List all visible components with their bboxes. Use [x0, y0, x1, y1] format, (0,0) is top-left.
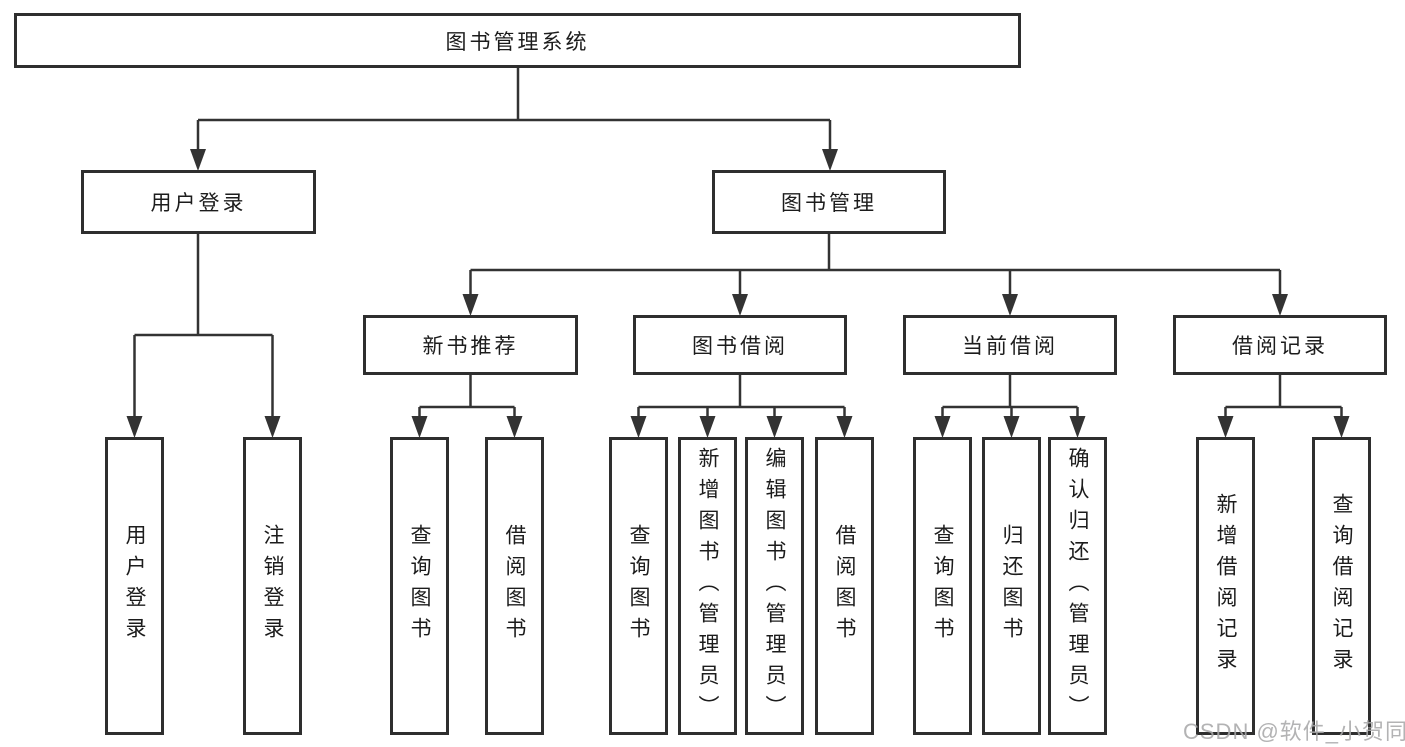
- leaf-query-books-1-label: 查询图书: [408, 524, 431, 648]
- leaf-user-login: 用户登录: [105, 437, 164, 735]
- leaf-query-books-2: 查询图书: [609, 437, 668, 735]
- leaf-return-books: 归还图书: [982, 437, 1041, 735]
- leaf-query-borrow-record: 查询借阅记录: [1312, 437, 1371, 735]
- node-new-book-recommend: 新书推荐: [363, 315, 578, 375]
- leaf-confirm-return-admin: 确认归还（管理员）: [1048, 437, 1107, 735]
- leaf-logout: 注销登录: [243, 437, 302, 735]
- arrowheads: [126, 149, 1350, 438]
- leaf-edit-books-admin: 编辑图书（管理员）: [745, 437, 804, 735]
- node-current-borrow-label: 当前借阅: [962, 335, 1058, 358]
- leaf-query-books-2-label: 查询图书: [627, 524, 650, 648]
- node-book-borrow-label: 图书借阅: [692, 335, 788, 358]
- leaf-logout-label: 注销登录: [261, 524, 284, 648]
- leaf-query-books-3: 查询图书: [913, 437, 972, 735]
- node-book-management-label: 图书管理: [781, 192, 877, 215]
- node-book-management: 图书管理: [712, 170, 946, 234]
- leaf-query-books-1: 查询图书: [390, 437, 449, 735]
- node-new-book-recommend-label: 新书推荐: [422, 335, 519, 358]
- node-borrow-records-label: 借阅记录: [1232, 335, 1328, 358]
- leaf-borrow-books-1-label: 借阅图书: [503, 524, 526, 648]
- leaf-borrow-books-1: 借阅图书: [485, 437, 544, 735]
- node-borrow-records: 借阅记录: [1173, 315, 1387, 375]
- leaf-query-books-3-label: 查询图书: [931, 524, 954, 648]
- node-root: 图书管理系统: [14, 13, 1021, 68]
- leaf-query-borrow-record-label: 查询借阅记录: [1330, 493, 1353, 679]
- node-current-borrow: 当前借阅: [903, 315, 1117, 375]
- node-root-label: 图书管理系统: [445, 30, 590, 54]
- leaf-borrow-books-2: 借阅图书: [815, 437, 874, 735]
- leaf-add-books-admin-label: 新增图书（管理员）: [696, 446, 719, 726]
- leaf-add-borrow-record: 新增借阅记录: [1196, 437, 1255, 735]
- leaf-add-borrow-record-label: 新增借阅记录: [1214, 493, 1237, 679]
- leaf-user-login-label: 用户登录: [123, 524, 146, 648]
- node-book-borrow: 图书借阅: [633, 315, 847, 375]
- leaf-add-books-admin: 新增图书（管理员）: [678, 437, 737, 735]
- leaf-edit-books-admin-label: 编辑图书（管理员）: [763, 446, 786, 726]
- node-user-login-label: 用户登录: [150, 192, 247, 215]
- connector-paths: [133, 68, 1343, 423]
- leaf-borrow-books-2-label: 借阅图书: [833, 524, 856, 648]
- node-user-login: 用户登录: [81, 170, 316, 234]
- leaf-confirm-return-admin-label: 确认归还（管理员）: [1066, 446, 1089, 726]
- leaf-return-books-label: 归还图书: [1000, 524, 1023, 648]
